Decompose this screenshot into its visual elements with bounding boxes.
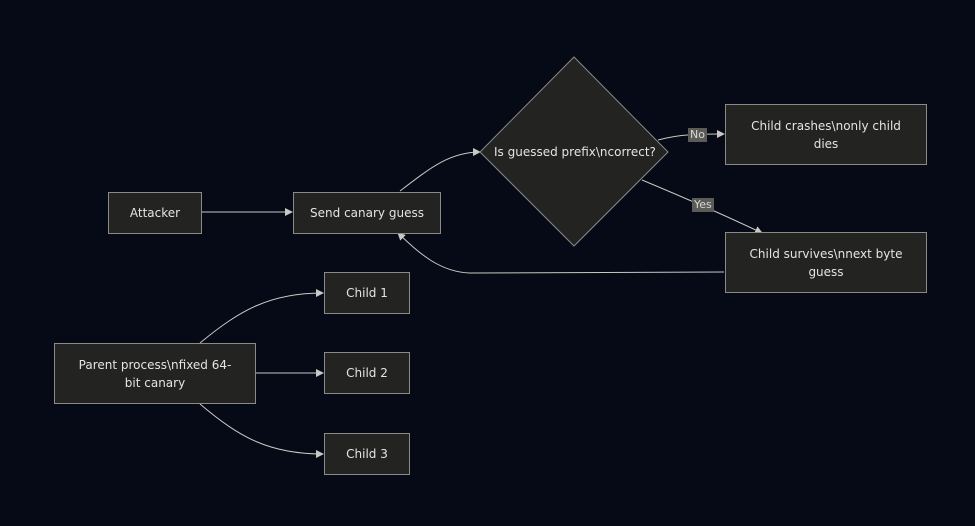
node-attacker-label: Attacker xyxy=(129,206,181,220)
node-attacker: Attacker xyxy=(108,192,202,234)
node-child-crashes-line-2: dies xyxy=(813,136,839,151)
node-child-crashes-line-1: Child crashes\nonly child xyxy=(751,118,901,133)
node-child-1: Child 1 xyxy=(324,272,410,314)
node-send-canary-guess: Send canary guess xyxy=(293,192,441,234)
node-child-survives-line-2: guess xyxy=(808,264,844,279)
node-child-survives-line-1: Child survives\nnext byte xyxy=(749,246,903,261)
node-decision-label: Is guessed prefix\ncorrect? xyxy=(494,145,656,159)
node-child-2: Child 2 xyxy=(324,352,410,394)
node-child-survives: Child survives\nnext byte guess xyxy=(725,232,927,293)
node-parent-process-line-2: bit canary xyxy=(124,375,186,390)
edge-parent-to-child3 xyxy=(199,403,324,458)
node-child-crashes: Child crashes\nonly child dies xyxy=(725,104,927,165)
edge-survive-loop-to-send-guess xyxy=(397,232,725,274)
node-send-canary-guess-label: Send canary guess xyxy=(310,206,424,220)
node-child-3-label: Child 3 xyxy=(346,447,388,461)
edge-parent-to-child1 xyxy=(199,289,324,344)
decision-diamond xyxy=(479,56,669,247)
node-parent-process: Parent process\nfixed 64- bit canary xyxy=(54,343,256,404)
edge-label-yes: Yes xyxy=(692,198,714,212)
node-child-1-label: Child 1 xyxy=(346,286,388,300)
node-child-3: Child 3 xyxy=(324,433,410,475)
node-child-2-label: Child 2 xyxy=(346,366,388,380)
node-parent-process-line-1: Parent process\nfixed 64- xyxy=(78,357,232,372)
edge-send-guess-to-decision xyxy=(399,148,481,192)
edge-label-no: No xyxy=(688,128,707,142)
